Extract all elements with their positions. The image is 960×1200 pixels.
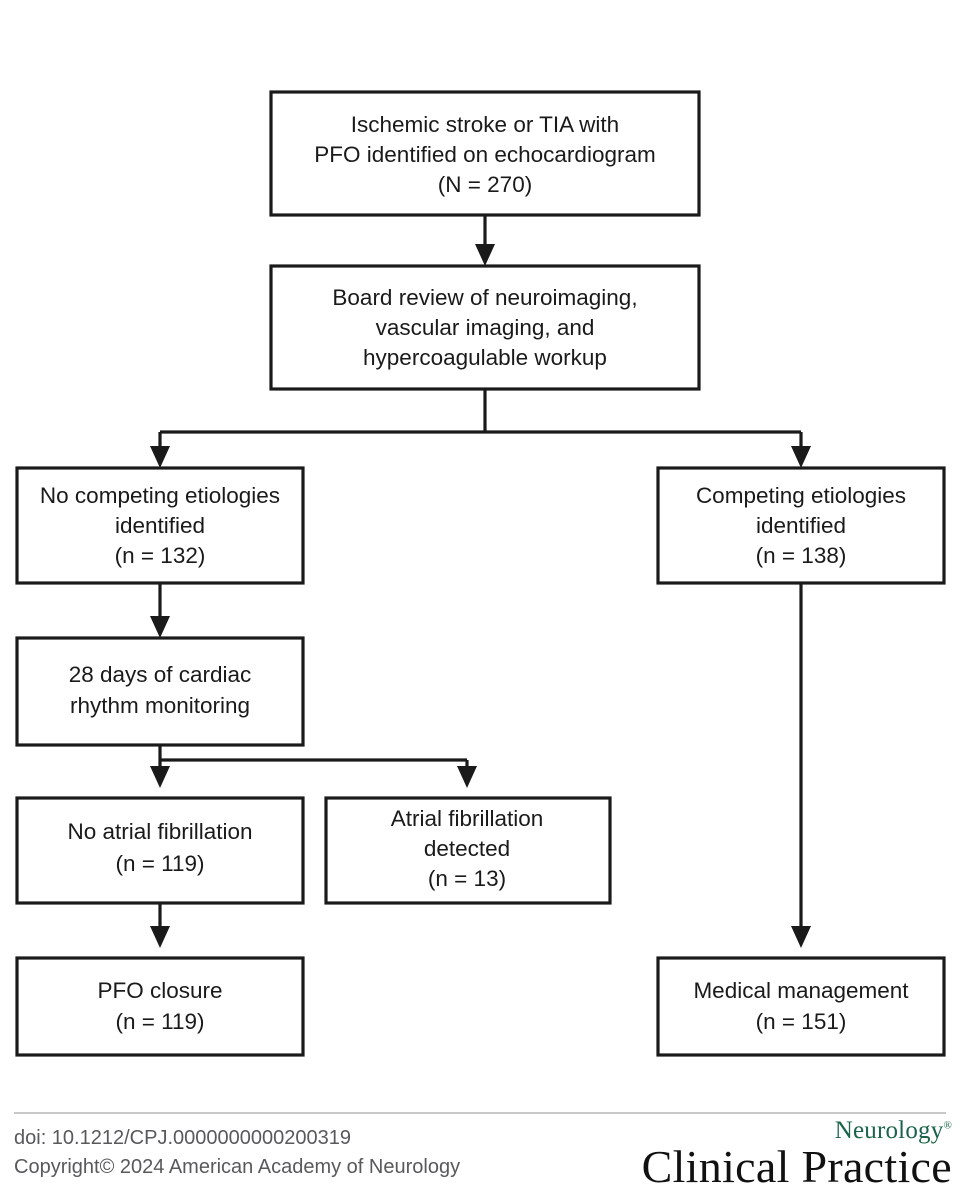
- af-detected-line-3: (n = 13): [428, 866, 506, 891]
- no-competing-etiologies-box: No competing etiologies identified (n = …: [15, 466, 305, 585]
- board-review-line-3: hypercoagulable workup: [363, 345, 607, 370]
- enrollment-line-3: (N = 270): [438, 172, 532, 197]
- monitoring-line-2: rhythm monitoring: [70, 693, 250, 718]
- competing-etiologies-box: Competing etiologies identified (n = 138…: [656, 466, 946, 585]
- pfo-closure-line-2: (n = 119): [115, 1009, 204, 1034]
- connectors-layer: [150, 215, 811, 948]
- cardiac-monitoring-box: 28 days of cardiac rhythm monitoring: [15, 636, 305, 747]
- pfo-closure-box: PFO closure (n = 119): [15, 956, 305, 1057]
- competing-line-2: identified: [756, 513, 846, 538]
- board-review-line-1: Board review of neuroimaging,: [332, 285, 637, 310]
- edge-competing-to-medical-management: [791, 583, 811, 948]
- board-review-box: Board review of neuroimaging, vascular i…: [269, 264, 701, 391]
- edge-no-af-to-pfo-closure: [150, 903, 170, 948]
- medical-management-line-1: Medical management: [693, 978, 909, 1003]
- no-af-line-2: (n = 119): [115, 851, 204, 876]
- edge-board-review-split: [150, 389, 811, 468]
- doi-text: doi: 10.1212/CPJ.0000000000200319: [14, 1127, 351, 1149]
- enrollment-box: Ischemic stroke or TIA with PFO identifi…: [269, 90, 701, 217]
- no-atrial-fibrillation-box: No atrial fibrillation (n = 119): [15, 796, 305, 905]
- footer-credits: doi: 10.1212/CPJ.0000000000200319 Copyri…: [14, 1124, 460, 1182]
- no-competing-line-1: No competing etiologies: [40, 483, 280, 508]
- logo-clinical-practice-text: Clinical Practice: [641, 1141, 952, 1192]
- enrollment-line-2: PFO identified on echocardiogram: [314, 142, 655, 167]
- competing-line-3: (n = 138): [756, 543, 847, 568]
- af-detected-line-2: detected: [424, 836, 510, 861]
- monitoring-line-1: 28 days of cardiac: [69, 662, 252, 687]
- registered-trademark-icon: ®: [943, 1119, 952, 1132]
- footer-divider: [14, 1112, 946, 1114]
- edge-enrollment-to-board-review: [475, 215, 495, 266]
- patient-flow-diagram: Ischemic stroke or TIA with PFO identifi…: [15, 90, 946, 1057]
- medical-management-box: Medical management (n = 151): [656, 956, 946, 1057]
- logo-neurology-text: Neurology: [834, 1117, 944, 1144]
- no-competing-line-3: (n = 132): [115, 543, 206, 568]
- pfo-closure-line-1: PFO closure: [97, 978, 222, 1003]
- edge-monitoring-split: [150, 745, 477, 788]
- af-detected-line-1: Atrial fibrillation: [391, 806, 544, 831]
- medical-management-line-2: (n = 151): [756, 1009, 847, 1034]
- figure-footer: doi: 10.1212/CPJ.0000000000200319 Copyri…: [0, 1090, 960, 1200]
- competing-line-1: Competing etiologies: [696, 483, 906, 508]
- logo-neurology-wordmark: Neurology®: [642, 1118, 952, 1143]
- no-competing-line-2: identified: [115, 513, 205, 538]
- atrial-fibrillation-detected-box: Atrial fibrillation detected (n = 13): [324, 796, 612, 905]
- enrollment-line-1: Ischemic stroke or TIA with: [351, 112, 619, 137]
- neurology-clinical-practice-logo: Neurology® Clinical Practice: [642, 1118, 952, 1190]
- flowchart-container: Ischemic stroke or TIA with PFO identifi…: [15, 90, 946, 1057]
- edge-no-competing-to-monitoring: [150, 583, 170, 638]
- board-review-line-2: vascular imaging, and: [376, 315, 595, 340]
- copyright-text: Copyright© 2024 American Academy of Neur…: [14, 1156, 461, 1178]
- no-af-line-1: No atrial fibrillation: [67, 819, 252, 844]
